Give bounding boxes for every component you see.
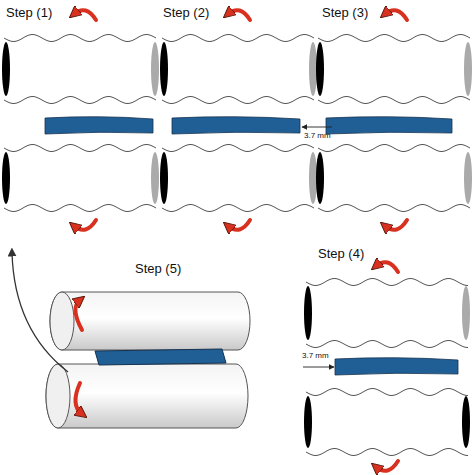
- roller-end: [304, 396, 312, 448]
- roller-end: [309, 42, 317, 96]
- metal-strip: [45, 117, 458, 375]
- roller-end: [151, 152, 159, 204]
- roller-end: [464, 42, 472, 96]
- cycle-arrow: [12, 252, 68, 372]
- roller-end: [316, 42, 324, 96]
- roller-edge: [4, 205, 156, 212]
- dimension-label: 3.7 mm: [304, 132, 331, 141]
- step-label: Step (1): [6, 6, 52, 20]
- roller-edge: [306, 279, 468, 286]
- roller-edge: [306, 449, 468, 456]
- roller-edge: [4, 97, 156, 104]
- roller-end: [2, 152, 10, 204]
- rotation-arrow: [74, 10, 407, 471]
- dimension-label: 3.7 mm: [302, 352, 329, 361]
- step-label: Step (5): [135, 262, 181, 276]
- roller-edge: [162, 205, 314, 212]
- roller-edge: [306, 341, 468, 348]
- roller-edge: [318, 145, 470, 152]
- roller-edge: [318, 35, 470, 42]
- roller-edge: [4, 145, 156, 152]
- roller-end: [316, 152, 324, 204]
- step-label: Step (4): [318, 247, 364, 261]
- roller-edge: [318, 97, 470, 104]
- roller-end: [309, 152, 317, 204]
- roller-end: [462, 396, 470, 448]
- roller-edge: [162, 35, 314, 42]
- roller-edge: [162, 97, 314, 104]
- roller-edge: [318, 205, 470, 212]
- roller-edge: [306, 389, 468, 396]
- roller-end: [160, 152, 168, 204]
- roller-end: [151, 42, 159, 96]
- roller-end: [464, 152, 472, 204]
- roller-outlines: [2, 35, 472, 456]
- step-label: Step (3): [322, 6, 368, 20]
- roller-edge: [162, 145, 314, 152]
- roller-end: [160, 42, 168, 96]
- rolling-mill: [46, 292, 250, 428]
- step-label: Step (2): [163, 6, 209, 20]
- roller-end: [304, 286, 312, 340]
- roller-end: [2, 42, 10, 96]
- roller-end: [462, 286, 470, 340]
- roller-edge: [4, 35, 156, 42]
